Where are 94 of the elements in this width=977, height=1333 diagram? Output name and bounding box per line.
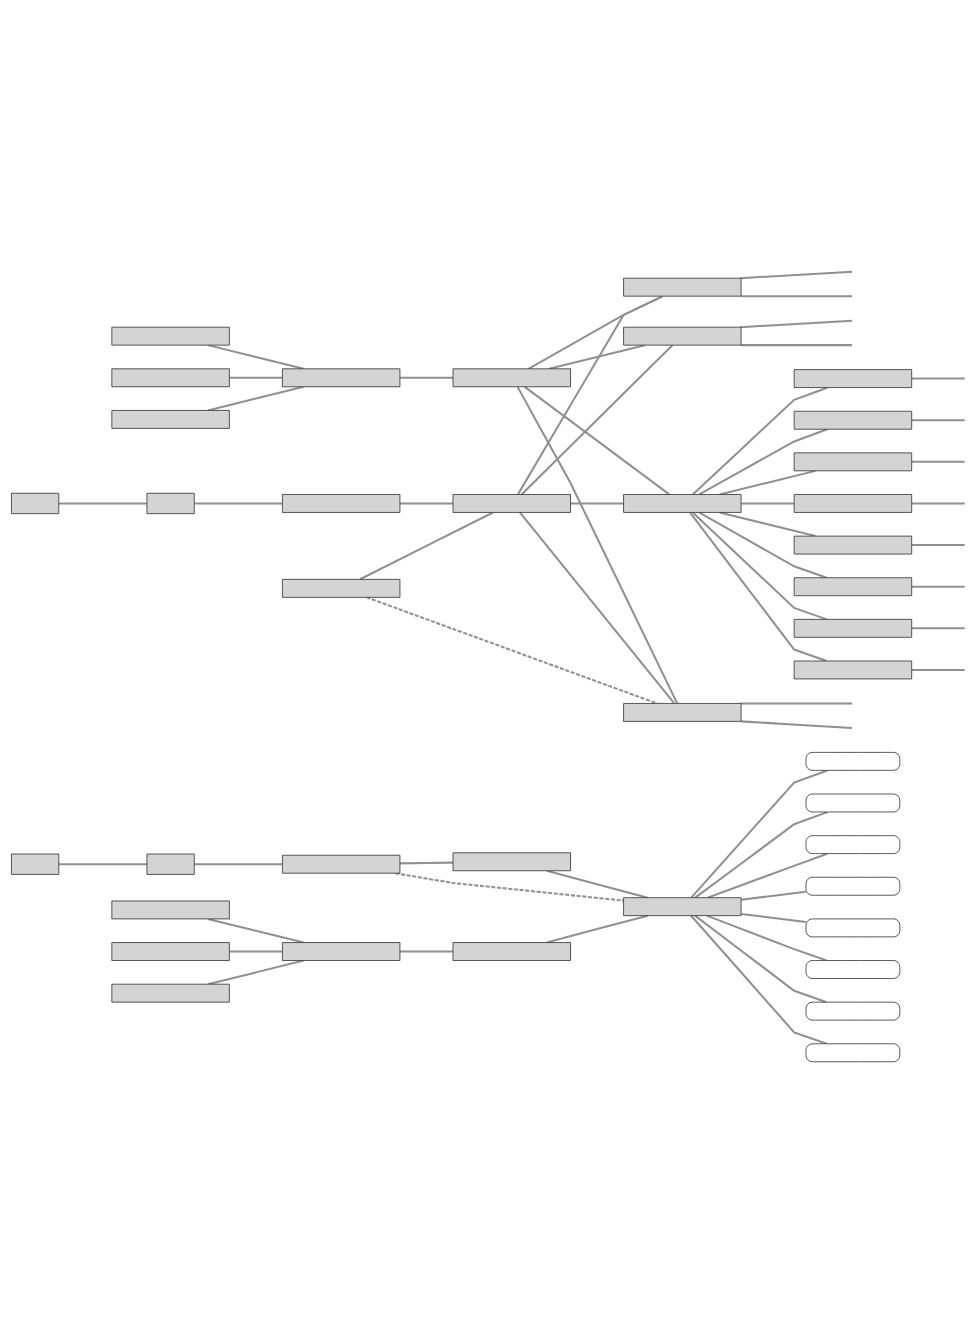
connector (741, 890, 806, 901)
connector (692, 386, 828, 495)
node-box (452, 852, 571, 872)
connector (517, 295, 663, 495)
connector (719, 469, 816, 496)
connector (400, 376, 453, 379)
connector (911, 419, 965, 422)
connector (706, 914, 827, 962)
node-box (623, 494, 742, 513)
node-box (805, 960, 901, 979)
connector (698, 511, 827, 579)
connector (194, 863, 283, 866)
node-box (111, 900, 230, 920)
connector (741, 344, 853, 347)
node-box (282, 368, 401, 388)
connector (911, 377, 965, 380)
node-box (805, 793, 901, 813)
connector (911, 502, 965, 505)
connector (519, 511, 675, 704)
connector (207, 959, 304, 986)
connector (690, 915, 827, 1045)
connector (527, 295, 663, 370)
connector (694, 914, 827, 1004)
node-box (805, 876, 901, 896)
connector (741, 720, 853, 729)
node-box (111, 942, 230, 961)
connector (359, 511, 494, 581)
connector (207, 917, 304, 944)
node-box (793, 452, 913, 472)
node-box (452, 942, 571, 961)
node-box (793, 577, 913, 597)
connector (911, 627, 965, 630)
node-box (623, 277, 742, 297)
node-box (282, 854, 401, 874)
node-box (111, 368, 230, 388)
connector (400, 950, 453, 953)
node-box (805, 752, 901, 771)
node-box (452, 368, 571, 388)
connector (524, 386, 670, 496)
connector (229, 950, 283, 953)
connector (911, 668, 965, 671)
connector (741, 295, 853, 298)
connector (741, 912, 806, 924)
connector (741, 502, 795, 505)
node-box (282, 494, 401, 513)
node-box (11, 492, 60, 515)
connector (689, 512, 827, 662)
connector (516, 386, 679, 704)
connector (911, 544, 965, 547)
node-box (623, 326, 742, 346)
node-box (793, 535, 913, 555)
connector (690, 769, 828, 898)
connector (400, 861, 453, 865)
connector (546, 869, 648, 899)
node-box (793, 369, 913, 388)
connector (207, 385, 304, 412)
connector (740, 270, 853, 280)
node-box (623, 703, 742, 722)
connector (194, 502, 283, 505)
connector (229, 376, 283, 379)
node-box (793, 618, 913, 638)
connector (546, 914, 648, 944)
node-box (805, 1001, 901, 1021)
node-box (111, 983, 230, 1003)
node-box (805, 918, 901, 938)
node-box (793, 494, 913, 513)
node-box (146, 853, 195, 875)
node-box (111, 326, 230, 346)
node-box (452, 494, 571, 513)
node-box (793, 660, 913, 680)
connector (520, 344, 674, 496)
node-box (805, 1043, 901, 1063)
node-box (282, 942, 401, 961)
connector (570, 502, 624, 505)
node-box (623, 897, 742, 917)
connector (740, 319, 853, 329)
connector (58, 863, 147, 866)
connector (707, 852, 828, 899)
connector (740, 702, 853, 705)
connector (400, 502, 453, 505)
node-box (793, 410, 913, 430)
connector (694, 811, 828, 899)
node-box (805, 835, 901, 854)
node-box (11, 853, 60, 875)
connector (692, 512, 827, 621)
connector (911, 585, 965, 588)
connector (698, 428, 828, 496)
node-box (282, 578, 401, 598)
node-box (111, 410, 230, 429)
node-box (146, 492, 195, 515)
connector (366, 596, 658, 705)
connector (911, 460, 965, 463)
connector (58, 502, 147, 505)
connector (719, 511, 816, 538)
